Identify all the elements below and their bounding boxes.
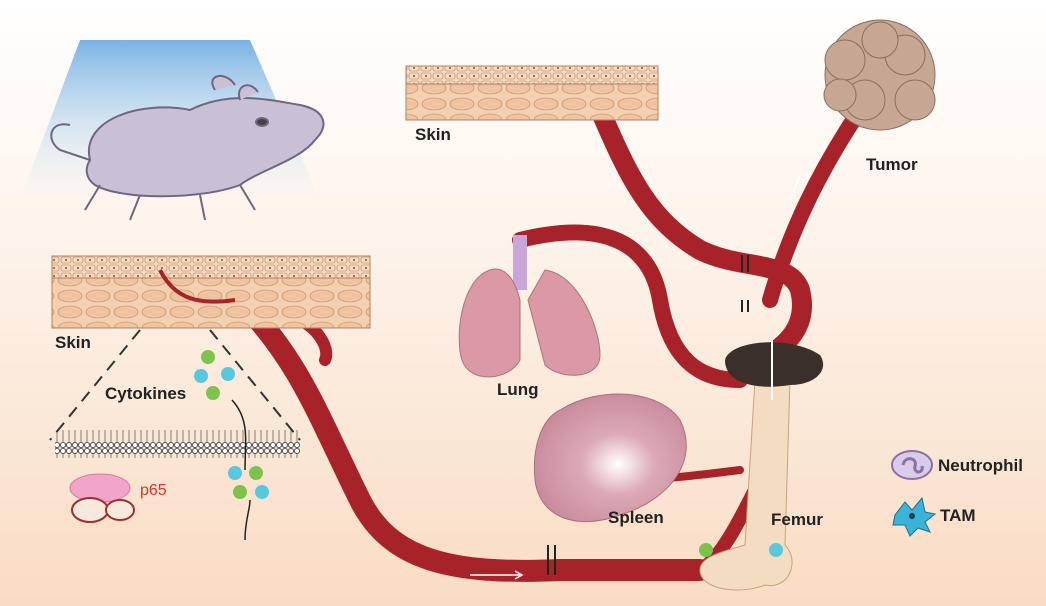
zoom-lines [49, 329, 301, 441]
femur-bone [699, 340, 824, 591]
skin-left-label: Skin [55, 333, 91, 352]
skin-top [405, 65, 659, 121]
legend-neutrophil-label: Neutrophil [938, 456, 1023, 475]
tumor-mass [823, 19, 936, 131]
flow-arrows [470, 174, 801, 580]
legend-tam-label: TAM [940, 506, 976, 525]
spleen-label: Spleen [608, 508, 664, 527]
p65-label: p65 [140, 482, 167, 499]
p65-complex [69, 473, 135, 523]
neutrophil-icon [891, 450, 933, 480]
spleen-organ [533, 393, 687, 522]
cytokines-label: Cytokines [105, 384, 187, 403]
cell-membrane [55, 430, 300, 458]
tumor-label: Tumor [866, 155, 918, 174]
tam-icon [892, 496, 937, 537]
skin-left [51, 255, 371, 329]
vessel-break-marks [547, 255, 749, 575]
femur-label: Femur [771, 510, 823, 529]
skin-top-label: Skin [415, 125, 451, 144]
lung-label: Lung [497, 380, 539, 399]
mouse-illustration [50, 75, 325, 221]
cytokine-dots [194, 350, 269, 541]
lung-organ [458, 235, 601, 378]
